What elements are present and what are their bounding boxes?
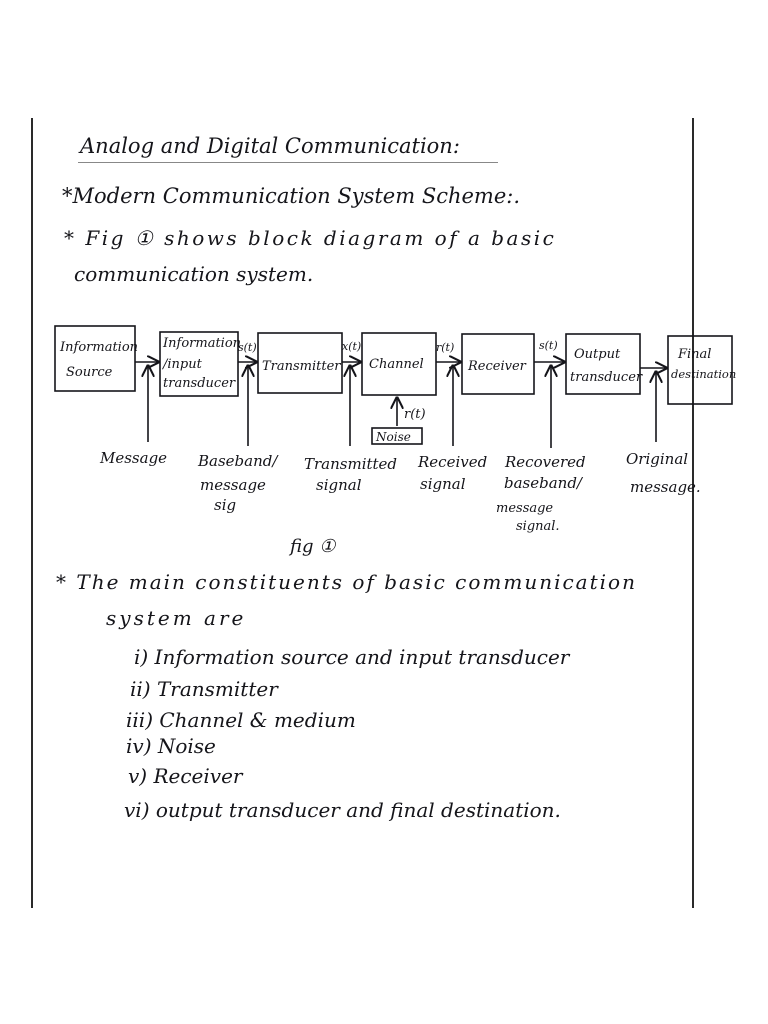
constituents-line-2: system are — [106, 606, 247, 630]
list-item: vi) output transducer and final destinat… — [124, 798, 561, 822]
right-margin-line — [692, 118, 694, 908]
desc-message: Message — [99, 449, 167, 467]
label-input-transducer-2: /input — [161, 357, 203, 372]
label-output-transducer-1: Output — [574, 347, 621, 362]
label-input-transducer-1: Information — [162, 336, 241, 351]
desc-recovered-4: signal. — [516, 519, 560, 534]
title-underline — [78, 162, 498, 163]
desc-transmitted-2: signal — [316, 476, 362, 494]
label-transmitter: Transmitter — [262, 359, 341, 374]
desc-transmitted-1: Transmitted — [304, 455, 397, 473]
label-input-transducer-3: transducer — [163, 376, 236, 391]
block-receiver — [461, 333, 535, 395]
label-info-source-1: Information — [59, 340, 138, 355]
list-item: i) Information source and input transduc… — [134, 645, 570, 669]
desc-original-2: message. — [630, 478, 701, 496]
constituents-line-1: * The main constituents of basic communi… — [56, 570, 637, 594]
noise-box — [371, 427, 423, 445]
list-item: ii) Transmitter — [130, 677, 278, 701]
signal-r-t: r(t) — [436, 341, 454, 354]
signal-x-t: x(t) — [342, 340, 361, 353]
desc-received-2: signal — [420, 475, 466, 493]
left-margin-line — [31, 118, 33, 908]
block-transmitter — [257, 332, 343, 394]
desc-original-1: Original — [626, 450, 688, 468]
list-item: iii) Channel & medium — [126, 708, 356, 732]
desc-recovered-1: Recovered — [504, 453, 586, 471]
signal-s-t-recovered: s(t) — [539, 339, 558, 352]
list-item: iv) Noise — [126, 734, 216, 758]
desc-received-1: Received — [417, 453, 487, 471]
list-item: v) Receiver — [128, 764, 243, 788]
intro-line-2: communication system. — [74, 262, 314, 286]
desc-baseband-2: message — [200, 476, 266, 494]
block-information-source — [54, 325, 136, 392]
desc-recovered-2: baseband/ — [504, 474, 584, 492]
section-heading: *Modern Communication System Scheme:. — [62, 184, 521, 208]
label-receiver: Receiver — [467, 359, 527, 374]
label-channel: Channel — [369, 357, 424, 372]
block-final-destination — [667, 335, 733, 405]
block-channel — [361, 332, 437, 396]
block-input-transducer — [159, 331, 239, 397]
label-output-transducer-2: transducer — [570, 370, 643, 385]
noise-label: Noise — [375, 430, 411, 444]
desc-baseband-1: Baseband/ — [197, 452, 279, 470]
signal-s-t: s(t) — [238, 341, 257, 354]
page-title: Analog and Digital Communication: — [80, 134, 460, 158]
desc-baseband-3: sig — [214, 496, 236, 514]
label-final-destination-1: Final — [677, 347, 711, 362]
figure-caption: fig ① — [288, 536, 336, 557]
label-info-source-2: Source — [66, 365, 113, 380]
desc-recovered-3: message — [496, 501, 553, 516]
block-output-transducer — [565, 333, 641, 395]
intro-line-1: * Fig ① shows block diagram of a basic — [64, 226, 557, 250]
label-final-destination-2: destination — [671, 367, 736, 381]
signal-noise-r-t: r(t) — [404, 407, 426, 422]
